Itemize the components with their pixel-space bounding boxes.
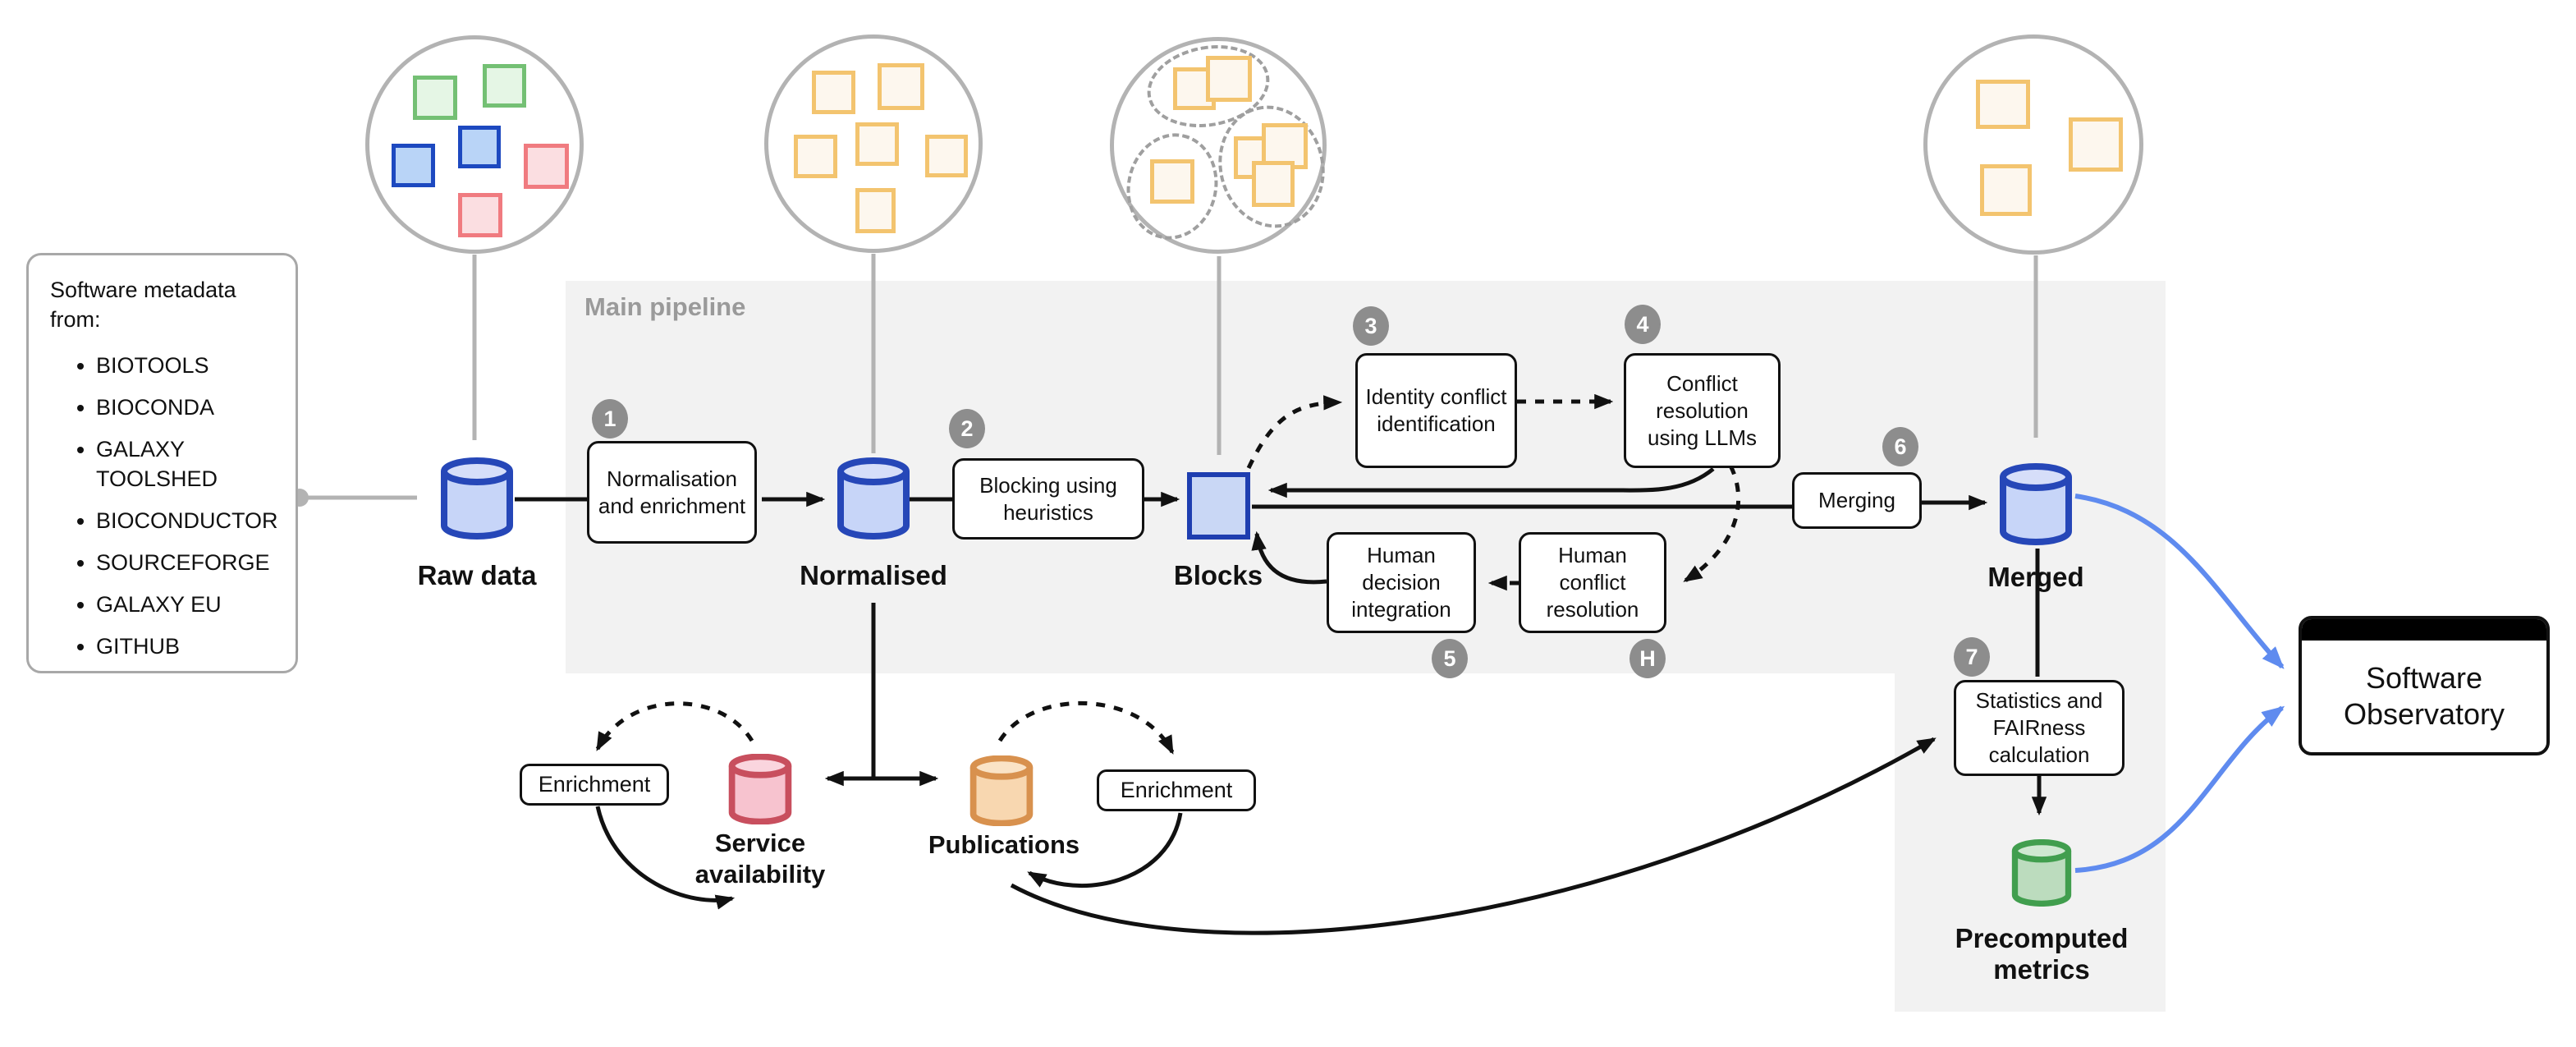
- step-badge-2: 2: [949, 409, 985, 448]
- service-availability-cylinder-icon: [726, 753, 795, 829]
- enrichment-box-right: Enrichment: [1097, 769, 1256, 811]
- statistics-fairness-box: Statistics and FAIRness calculation: [1954, 680, 2125, 776]
- raw-data-cylinder-icon: [438, 457, 516, 544]
- conflict-resolution-llm-box: Conflict resolution using LLMs: [1624, 353, 1781, 468]
- raw-data-label: Raw data: [417, 560, 537, 590]
- yellow-square-icon: [925, 135, 968, 177]
- red-square-icon: [524, 144, 569, 189]
- list-item: BIOTOOLS: [96, 351, 279, 380]
- normalised-cylinder-icon: [834, 457, 913, 544]
- enrichment-box-left: Enrichment: [520, 764, 669, 806]
- list-item: BIOCONDA: [96, 393, 279, 422]
- software-observatory-window: Software Observatory: [2299, 616, 2550, 755]
- yellow-square-icon: [855, 188, 896, 233]
- metadata-panel-title: Software metadata from:: [50, 278, 236, 332]
- merged-cylinder-icon: [1996, 463, 2075, 549]
- list-item: SOURCEFORGE: [96, 548, 279, 577]
- yellow-square-icon: [2069, 117, 2123, 172]
- identity-conflict-box: Identity conflict identification: [1355, 353, 1517, 468]
- yellow-square-icon: [1252, 161, 1295, 207]
- blocks-circle: [1110, 35, 1338, 254]
- list-item: GALAXY EU: [96, 590, 279, 619]
- step-badge-6: 6: [1882, 427, 1918, 466]
- yellow-square-icon: [1206, 56, 1252, 102]
- main-pipeline-label: Main pipeline: [584, 292, 746, 321]
- software-metadata-panel: Software metadata from: BIOTOOLS BIOCOND…: [26, 253, 298, 673]
- merged-label: Merged: [1987, 562, 2084, 592]
- service-availability-label: Service availability: [694, 829, 826, 889]
- blocks-label: Blocks: [1173, 560, 1263, 590]
- green-square-icon: [483, 64, 526, 108]
- yellow-square-icon: [878, 63, 924, 110]
- step-badge-3: 3: [1353, 306, 1389, 346]
- merging-box: Merging: [1792, 472, 1922, 529]
- list-item: GITHUB: [96, 631, 279, 661]
- normalisation-enrichment-box: Normalisation and enrichment: [587, 441, 757, 544]
- yellow-square-icon: [812, 71, 855, 114]
- software-observatory-label: Software Observatory: [2343, 661, 2505, 731]
- red-square-icon: [458, 193, 502, 237]
- normalised-circle: [764, 34, 983, 253]
- blue-square-icon: [392, 144, 435, 187]
- human-conflict-resolution-box: Human conflict resolution: [1519, 532, 1666, 633]
- window-title-bar: [2302, 619, 2546, 641]
- blocking-heuristics-box: Blocking using heuristics: [952, 458, 1144, 540]
- human-decision-integration-box: Human decision integration: [1327, 532, 1476, 633]
- precomputed-metrics-label: Precomputed metrics: [1955, 923, 2129, 985]
- yellow-square-icon: [1980, 164, 2032, 216]
- list-item: GALAXY TOOLSHED: [96, 434, 279, 494]
- step-badge-5: 5: [1432, 639, 1468, 678]
- green-square-icon: [413, 76, 457, 120]
- step-badge-7: 7: [1954, 637, 1990, 677]
- yellow-square-icon: [1976, 80, 2030, 129]
- blocks-node-icon: [1187, 472, 1250, 540]
- metadata-source-list: BIOTOOLS BIOCONDA GALAXY TOOLSHED BIOCON…: [50, 351, 279, 661]
- step-badge-h: H: [1629, 639, 1666, 678]
- list-item: BIOCONDUCTOR: [96, 506, 279, 535]
- precomputed-metrics-cylinder-icon: [2010, 838, 2074, 911]
- yellow-square-icon: [794, 135, 837, 178]
- publications-label: Publications: [928, 830, 1080, 859]
- step-badge-1: 1: [592, 399, 628, 439]
- normalised-label: Normalised: [800, 560, 947, 590]
- step-badge-4: 4: [1625, 305, 1661, 344]
- blue-square-icon: [458, 126, 501, 168]
- publications-cylinder-icon: [967, 755, 1036, 830]
- yellow-square-icon: [855, 122, 899, 166]
- yellow-square-icon: [1150, 159, 1194, 204]
- merged-circle: [1923, 34, 2143, 255]
- raw-sources-circle: [365, 35, 584, 254]
